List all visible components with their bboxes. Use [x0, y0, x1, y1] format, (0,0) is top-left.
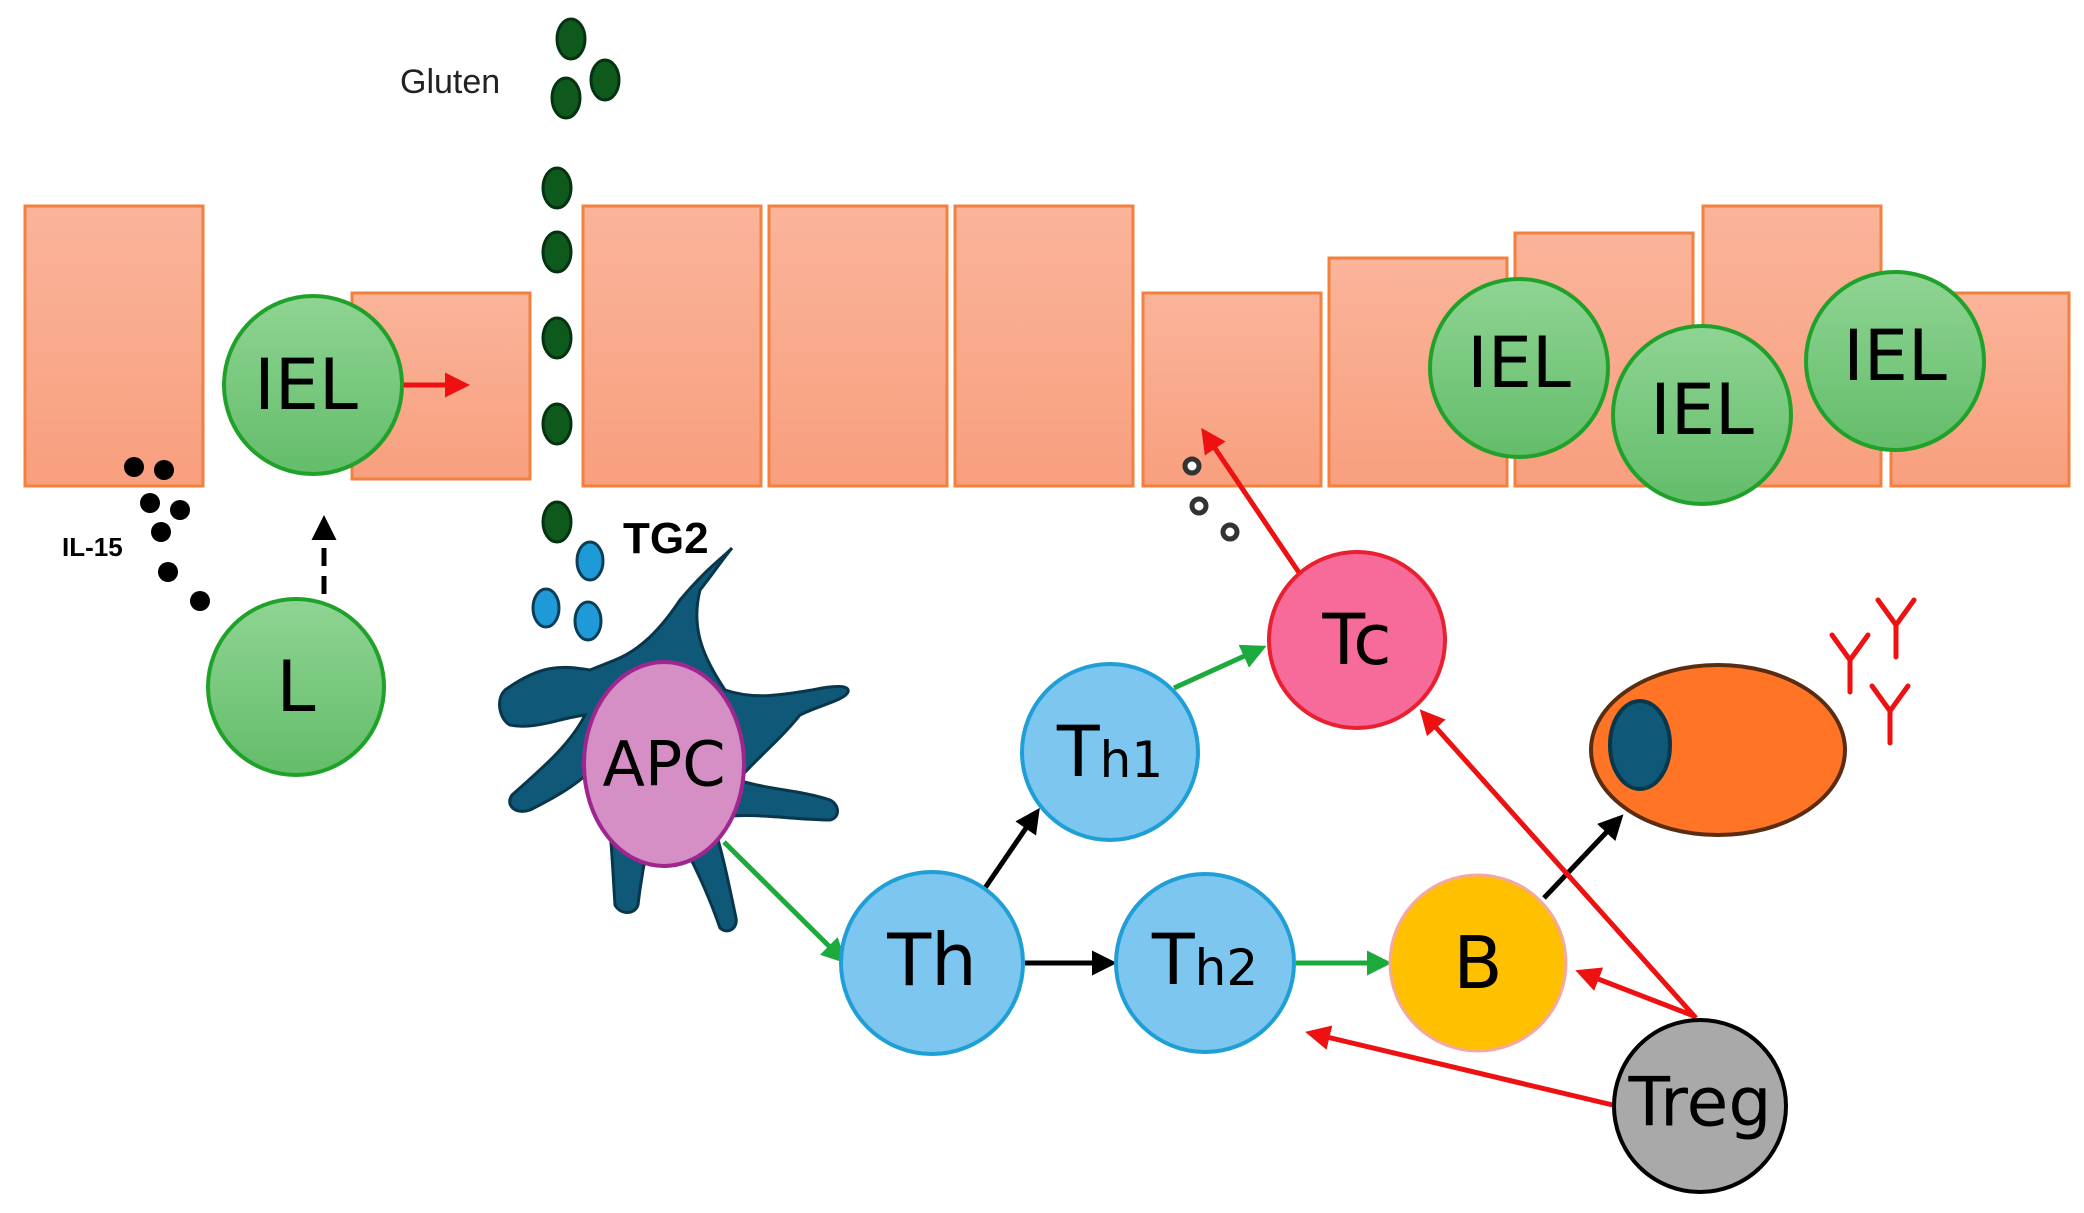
- granule-dot: [1189, 496, 1209, 516]
- il15-dot: [151, 522, 171, 542]
- il15-dot: [124, 457, 144, 477]
- cell-treg: Treg: [1612, 1018, 1788, 1194]
- tg2-molecules: [531, 540, 605, 642]
- arrow-treg-to-th2: [1305, 1025, 1618, 1109]
- cell-iel-right-1: IEL: [1428, 277, 1610, 459]
- il15-dot: [158, 562, 178, 582]
- b-label: B: [1453, 921, 1502, 1005]
- cell-iel-right-2: IEL: [1611, 324, 1793, 506]
- antibody-icon: [1869, 683, 1911, 746]
- gluten-label: Gluten: [400, 63, 500, 101]
- antibody-icon: [1829, 632, 1871, 695]
- plasma-cell: [1589, 663, 1847, 837]
- gluten-particle: [589, 58, 621, 102]
- granule-dot: [1182, 456, 1202, 476]
- gluten-particles: [541, 17, 621, 544]
- tg2-label: TG2: [623, 514, 709, 563]
- cell-b: B: [1388, 873, 1568, 1053]
- arrows: [311, 372, 1698, 1109]
- iel-right-1-label: IEL: [1467, 322, 1571, 404]
- tg2-molecule: [573, 600, 603, 642]
- cell-apc: APC: [582, 660, 746, 868]
- gluten-particle: [541, 166, 573, 210]
- tg2-molecule: [575, 540, 605, 582]
- arrow-treg-to-tc: [1419, 709, 1698, 1020]
- granule-dots: [1182, 456, 1240, 542]
- arrow-tc-to-epithelium: [1201, 427, 1305, 579]
- gluten-particle: [541, 230, 573, 274]
- iel-left-label: IEL: [254, 344, 358, 426]
- cell-tc: Tc: [1267, 550, 1447, 730]
- arrow-b-to-plasma: [1542, 814, 1624, 900]
- antibody-icon: [1875, 597, 1917, 660]
- il15-dot: [154, 460, 174, 480]
- cell-l: L: [206, 597, 386, 777]
- tg2-molecule: [531, 587, 561, 629]
- cell-iel-left: IEL: [222, 294, 404, 476]
- cell-th1: Th1: [1020, 662, 1200, 842]
- iel-right-3-label: IEL: [1843, 315, 1947, 397]
- arrow-apc-to-th: [722, 840, 847, 964]
- th1-label: Th1: [1056, 711, 1163, 793]
- l-label: L: [277, 646, 316, 728]
- th2-label-sub: h2: [1195, 939, 1259, 997]
- epithelial-cell: [767, 204, 949, 488]
- epithelial-cell: [581, 204, 763, 488]
- il15-label: IL-15: [62, 532, 123, 562]
- antibodies: [1829, 597, 1917, 746]
- gluten-particle: [541, 500, 573, 544]
- treg-label: Treg: [1627, 1064, 1771, 1143]
- th-label: Th: [886, 918, 977, 1002]
- cell-th2: Th2: [1114, 872, 1296, 1054]
- il15-dot: [140, 493, 160, 513]
- iel-right-2-label: IEL: [1650, 369, 1754, 451]
- gluten-particle: [555, 17, 587, 61]
- cell-th: Th: [839, 870, 1025, 1056]
- tc-label: Tc: [1321, 599, 1391, 681]
- il15-dot: [190, 591, 210, 611]
- arrow-th-to-th1: [982, 807, 1040, 890]
- plasma-cell-nucleus: [1608, 699, 1672, 791]
- cell-iel-right-3: IEL: [1804, 270, 1986, 452]
- epithelial-cell: [1141, 291, 1323, 488]
- th2-label-base: T: [1151, 919, 1195, 1001]
- gluten-particle: [541, 316, 573, 360]
- gluten-particle: [550, 76, 582, 120]
- th1-label-base: T: [1056, 711, 1100, 793]
- th2-label: Th2: [1151, 919, 1258, 1001]
- il15-dots: [124, 457, 210, 611]
- il15-dot: [170, 500, 190, 520]
- arrow-th1-to-tc: [1172, 644, 1267, 691]
- epithelial-cell: [23, 204, 205, 488]
- granule-dot: [1220, 522, 1240, 542]
- apc-label: APC: [602, 728, 725, 801]
- arrow-treg-to-b: [1575, 967, 1695, 1019]
- th1-label-sub: h1: [1100, 731, 1164, 789]
- epithelial-cell: [953, 204, 1135, 488]
- gluten-particle: [541, 402, 573, 446]
